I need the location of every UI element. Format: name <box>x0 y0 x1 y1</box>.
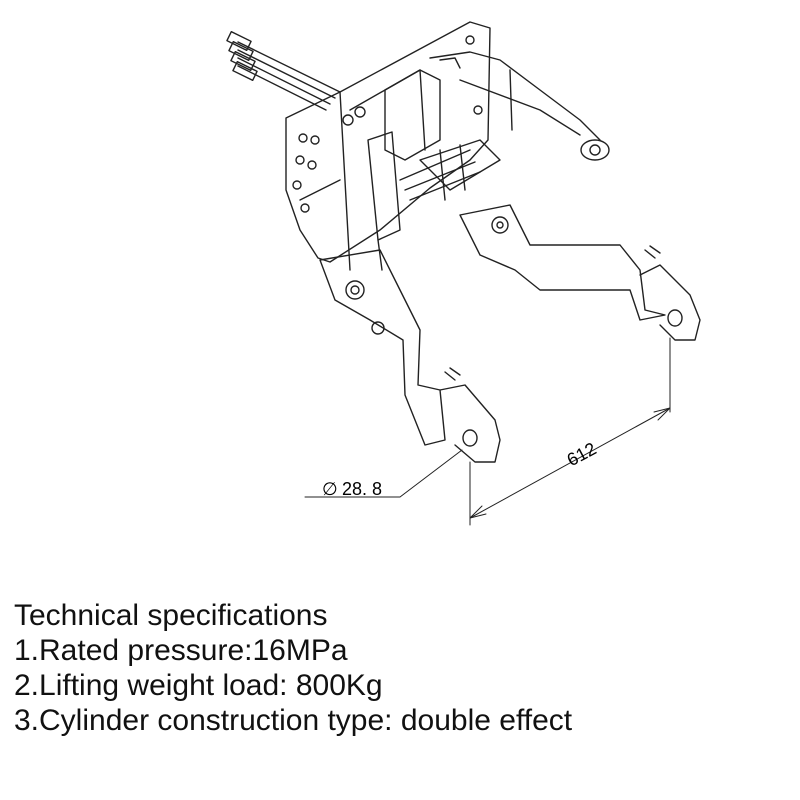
diameter-dimension-label: 28. 8 <box>342 479 382 499</box>
hydraulic-hoses <box>226 30 341 111</box>
valve-block <box>399 139 501 201</box>
diameter-leader <box>304 449 463 498</box>
right-lift-arm <box>459 204 701 341</box>
spec-lifting-weight: 2.Lifting weight load: 800Kg <box>14 669 383 702</box>
width-dimension-label: 612 <box>564 438 600 470</box>
diameter-symbol: ∅ <box>322 479 338 499</box>
technical-specifications: Technical specifications 1.Rated pressur… <box>14 598 572 738</box>
width-dimension-lines <box>469 337 671 526</box>
mounting-frame <box>285 21 491 271</box>
three-point-hitch-drawing: ∅ 28. 8 612 <box>226 21 701 526</box>
hydraulic-cylinder <box>367 131 401 271</box>
left-lift-arm <box>319 249 501 463</box>
top-link <box>384 51 610 161</box>
spec-rated-pressure: 1.Rated pressure:16MPa <box>14 634 348 667</box>
specs-heading: Technical specifications <box>14 599 328 632</box>
spec-cylinder-type: 3.Cylinder construction type: double eff… <box>14 704 573 737</box>
